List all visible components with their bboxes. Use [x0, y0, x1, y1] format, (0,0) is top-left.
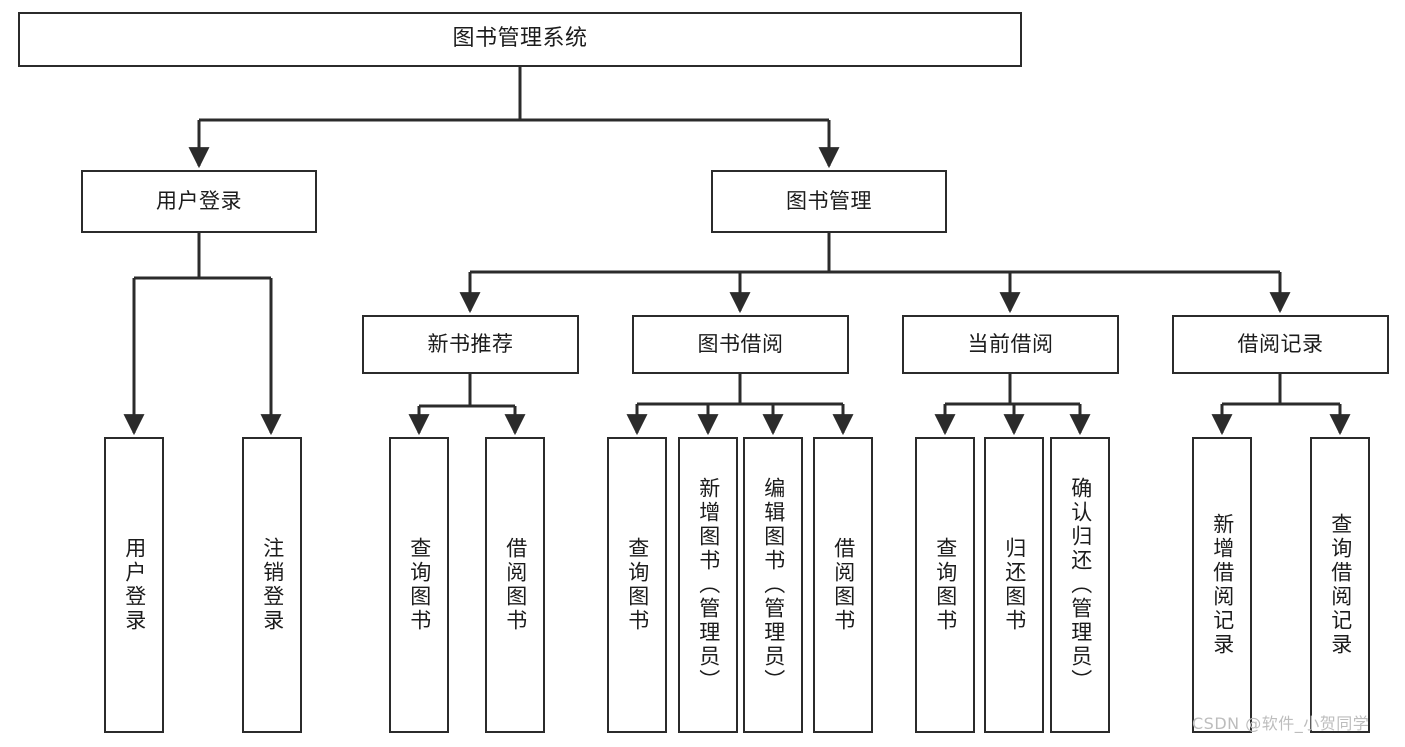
- node-label: 归还图书: [1002, 537, 1027, 633]
- node-current-borrow[interactable]: 当前借阅: [902, 315, 1119, 374]
- node-label: 查询图书: [625, 537, 650, 633]
- node-leaf-edit-book-admin[interactable]: 编辑图书（管理员）: [743, 437, 803, 733]
- csdn-watermark: CSDN @软件_小贺同学: [1192, 714, 1370, 733]
- node-leaf-query-book-borrow[interactable]: 查询图书: [607, 437, 667, 733]
- node-leaf-borrow-book[interactable]: 借阅图书: [813, 437, 873, 733]
- node-leaf-query-book-cur[interactable]: 查询图书: [915, 437, 975, 733]
- node-leaf-user-login[interactable]: 用户登录: [104, 437, 164, 733]
- node-label: 查询图书: [933, 537, 958, 633]
- node-label: 新书推荐: [427, 331, 514, 356]
- node-new-book-recommend[interactable]: 新书推荐: [362, 315, 579, 374]
- node-label: 图书借阅: [697, 331, 784, 356]
- node-label: 用户登录: [122, 537, 147, 633]
- node-label: 借阅记录: [1237, 331, 1324, 356]
- node-leaf-confirm-return-admin[interactable]: 确认归还（管理员）: [1050, 437, 1110, 733]
- node-label: 新增借阅记录: [1210, 513, 1235, 657]
- node-leaf-query-book-rec[interactable]: 查询图书: [389, 437, 449, 733]
- node-user-login[interactable]: 用户登录: [81, 170, 317, 233]
- node-label: 编辑图书（管理员）: [761, 477, 786, 693]
- node-label: 借阅图书: [831, 537, 856, 633]
- node-leaf-borrow-book-rec[interactable]: 借阅图书: [485, 437, 545, 733]
- node-label: 图书管理系统: [452, 26, 588, 52]
- node-label: 当前借阅: [967, 331, 1054, 356]
- node-label: 图书管理: [786, 188, 872, 213]
- node-label: 新增图书（管理员）: [696, 477, 721, 693]
- node-leaf-add-book-admin[interactable]: 新增图书（管理员）: [678, 437, 738, 733]
- node-label: 查询图书: [407, 537, 432, 633]
- node-leaf-return-book[interactable]: 归还图书: [984, 437, 1044, 733]
- node-label: 确认归还（管理员）: [1068, 477, 1093, 693]
- node-leaf-add-borrow-record[interactable]: 新增借阅记录: [1192, 437, 1252, 733]
- node-label: 借阅图书: [503, 537, 528, 633]
- node-label: 用户登录: [156, 188, 242, 213]
- node-label: 注销登录: [260, 537, 285, 633]
- node-label: 查询借阅记录: [1328, 513, 1353, 657]
- node-borrow-record[interactable]: 借阅记录: [1172, 315, 1389, 374]
- node-book-borrow[interactable]: 图书借阅: [632, 315, 849, 374]
- node-leaf-query-borrow-record[interactable]: 查询借阅记录: [1310, 437, 1370, 733]
- node-root-system[interactable]: 图书管理系统: [18, 12, 1022, 67]
- node-leaf-logout-login[interactable]: 注销登录: [242, 437, 302, 733]
- node-book-manage[interactable]: 图书管理: [711, 170, 947, 233]
